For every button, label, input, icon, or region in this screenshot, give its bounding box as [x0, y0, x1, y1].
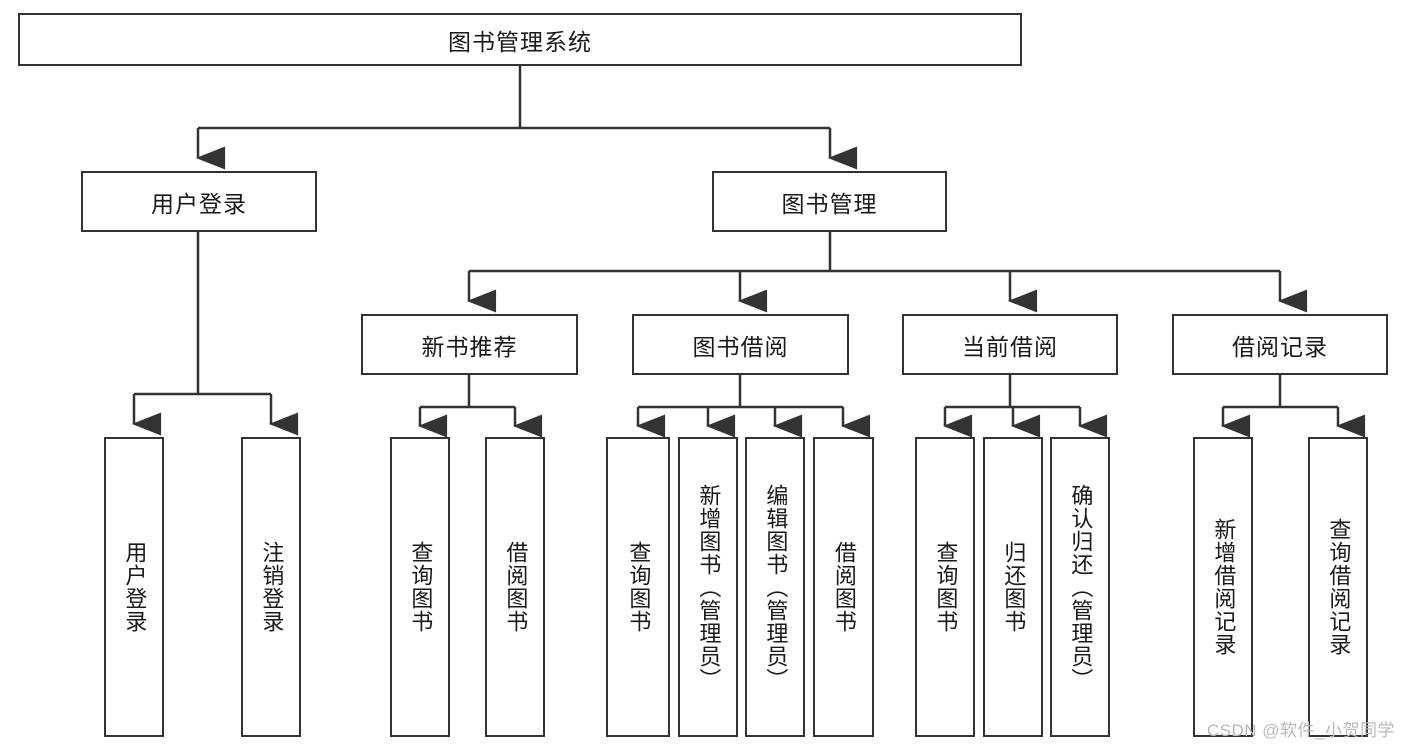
- node-book-borrow[interactable]: 图书借阅: [632, 314, 849, 375]
- node-leaf-query-borrow-record[interactable]: 查询借阅记录: [1308, 437, 1368, 737]
- node-new-book-recommend[interactable]: 新书推荐: [361, 314, 578, 375]
- node-current-borrow[interactable]: 当前借阅: [902, 314, 1118, 375]
- node-leaf-borrow-book-recommend[interactable]: 借阅图书: [485, 437, 545, 737]
- leaf-label: 借阅图书: [503, 541, 529, 633]
- leaf-label: 编辑图书（管理员）: [763, 483, 789, 691]
- node-leaf-query-book-current[interactable]: 查询图书: [915, 437, 975, 737]
- node-leaf-query-book-borrow[interactable]: 查询图书: [606, 437, 670, 737]
- node-leaf-add-book-admin[interactable]: 新增图书（管理员）: [678, 437, 738, 737]
- node-leaf-add-borrow-record[interactable]: 新增借阅记录: [1193, 437, 1253, 737]
- node-book-management[interactable]: 图书管理: [712, 171, 947, 232]
- node-leaf-logout-login[interactable]: 注销登录: [241, 437, 301, 737]
- leaf-label: 查询图书: [408, 541, 434, 633]
- leaf-label: 查询图书: [626, 541, 652, 633]
- node-borrow-record[interactable]: 借阅记录: [1172, 314, 1388, 375]
- node-leaf-edit-book-admin[interactable]: 编辑图书（管理员）: [745, 437, 805, 737]
- node-leaf-query-book-recommend[interactable]: 查询图书: [390, 437, 450, 737]
- leaf-label: 归还图书: [1001, 541, 1027, 633]
- node-leaf-user-login[interactable]: 用户登录: [104, 437, 164, 737]
- leaf-label: 注销登录: [259, 541, 285, 633]
- leaf-label: 查询图书: [933, 541, 959, 633]
- leaf-label: 确认归还（管理员）: [1068, 483, 1094, 691]
- node-leaf-return-book[interactable]: 归还图书: [983, 437, 1043, 737]
- csdn-watermark: CSDN @软件_小贺同学: [1206, 721, 1395, 740]
- leaf-label: 用户登录: [122, 541, 148, 633]
- node-leaf-borrow-book[interactable]: 借阅图书: [813, 437, 874, 737]
- node-root-system[interactable]: 图书管理系统: [18, 13, 1022, 66]
- leaf-label: 借阅图书: [831, 541, 857, 633]
- node-user-login[interactable]: 用户登录: [81, 171, 317, 232]
- leaf-label: 查询借阅记录: [1326, 518, 1352, 656]
- leaf-label: 新增借阅记录: [1211, 518, 1237, 656]
- leaf-label: 新增图书（管理员）: [696, 483, 722, 691]
- node-leaf-confirm-return-admin[interactable]: 确认归还（管理员）: [1050, 437, 1110, 737]
